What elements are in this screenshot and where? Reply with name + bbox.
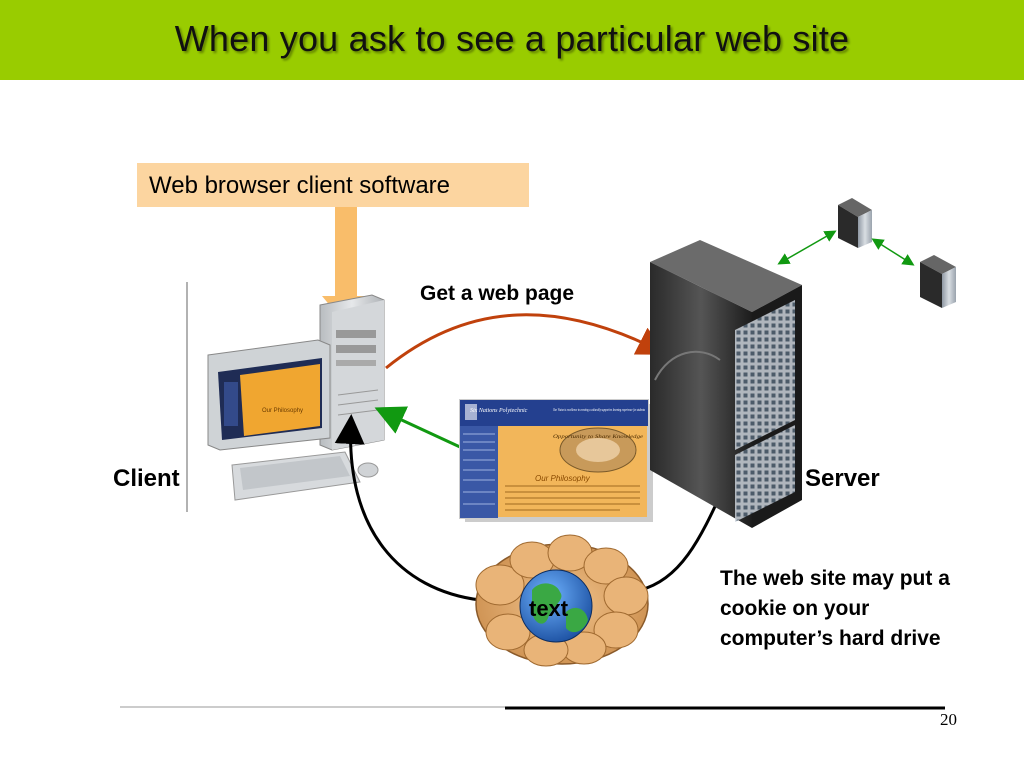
request-arrow (385, 313, 668, 370)
thumbnail-seal-text: Opportunity to Share Knowledge (553, 435, 644, 440)
page-number: 20 (940, 710, 957, 729)
slide-title: When you ask to see a particular web sit… (174, 18, 850, 59)
cookie-text-label: text (529, 596, 569, 621)
thumbnail-site-name: Six Nations Polytechnic (470, 408, 528, 414)
web-page-thumbnail: Six Nations Polytechnic Our Vision is ex… (459, 399, 653, 522)
globe-icon (519, 569, 593, 643)
svg-text:Our Philosophy: Our Philosophy (262, 408, 303, 414)
server-link-arrow (871, 238, 915, 266)
cookie-arrow (334, 414, 481, 602)
desktop-computer-icon: Our Philosophy (207, 294, 385, 501)
small-server-icon (838, 198, 872, 248)
cookie-note: The web site may put a cookie on your co… (720, 567, 950, 650)
small-server-icon (920, 255, 956, 308)
server-label: Server (805, 465, 880, 492)
server-tower-icon (650, 240, 802, 528)
client-label: Client (113, 465, 180, 492)
thumbnail-heading: Our Philosophy (535, 474, 591, 483)
server-link-arrow (777, 230, 837, 265)
browser-callout: Web browser client software (137, 163, 529, 207)
thumbnail-tagline: Our Vision is excellence in creating a c… (553, 407, 645, 412)
response-arrow (374, 406, 461, 449)
title-bar (0, 0, 1024, 80)
callout-text: Web browser client software (149, 172, 451, 199)
request-label: Get a web page (420, 282, 575, 305)
